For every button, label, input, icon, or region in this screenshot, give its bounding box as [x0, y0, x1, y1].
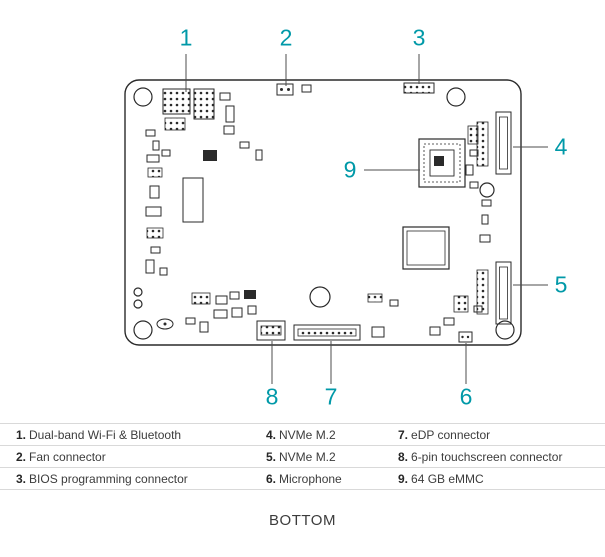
legend-item-label: Fan connector — [29, 449, 106, 464]
legend-item-label: Dual-band Wi-Fi & Bluetooth — [29, 427, 182, 442]
legend-item-5: 5.NVMe M.2 — [266, 450, 398, 464]
legend-item-label: eDP connector — [411, 427, 491, 442]
legend-item-number: 8. — [398, 449, 409, 464]
legend-item-number: 5. — [266, 449, 277, 464]
legend-item-number: 1. — [16, 427, 27, 442]
legend-item-2: 2.Fan connector — [16, 450, 266, 464]
legend-item-label: NVMe M.2 — [279, 427, 336, 442]
legend-item-6: 6.Microphone — [266, 472, 398, 486]
legend-item-label: 64 GB eMMC — [411, 471, 484, 486]
circuit-board-drawing — [124, 54, 548, 384]
legend-row-3: 3.BIOS programming connector 6.Microphon… — [0, 468, 605, 490]
board-outline — [124, 79, 522, 346]
legend-item-3: 3.BIOS programming connector — [16, 472, 266, 486]
legend-item-number: 4. — [266, 427, 277, 442]
legend-row-2: 2.Fan connector 5.NVMe M.2 8.6-pin touch… — [0, 446, 605, 468]
callout-number-9: 9 — [343, 156, 357, 183]
callout-number-4: 4 — [554, 133, 568, 160]
callout-number-8: 8 — [265, 383, 279, 410]
legend-item-number: 6. — [266, 471, 277, 486]
legend-row-1: 1.Dual-band Wi-Fi & Bluetooth 4.NVMe M.2… — [0, 424, 605, 446]
callout-number-5: 5 — [554, 271, 568, 298]
legend-item-label: NVMe M.2 — [279, 449, 336, 464]
callout-number-1: 1 — [179, 24, 193, 51]
callout-number-6: 6 — [459, 383, 473, 410]
legend-item-label: Microphone — [279, 471, 342, 486]
callout-number-3: 3 — [412, 24, 426, 51]
legend-item-1: 1.Dual-band Wi-Fi & Bluetooth — [16, 428, 266, 442]
view-caption: BOTTOM — [269, 512, 336, 529]
legend-item-number: 9. — [398, 471, 409, 486]
callout-number-2: 2 — [279, 24, 293, 51]
legend-item-label: 6-pin touchscreen connector — [411, 449, 563, 464]
callout-leader-lines — [185, 54, 548, 384]
legend-item-label: BIOS programming connector — [29, 471, 188, 486]
legend-item-4: 4.NVMe M.2 — [266, 428, 398, 442]
legend-item-number: 2. — [16, 449, 27, 464]
legend-item-8: 8.6-pin touchscreen connector — [398, 450, 605, 464]
legend-table: 1.Dual-band Wi-Fi & Bluetooth 4.NVMe M.2… — [0, 423, 605, 490]
board-components — [145, 82, 512, 343]
legend-item-9: 9.64 GB eMMC — [398, 472, 605, 486]
mounting-holes — [133, 87, 515, 340]
legend-item-7: 7.eDP connector — [398, 428, 605, 442]
board-diagram: 1 2 3 4 5 9 8 7 6 — [124, 24, 568, 410]
legend-item-number: 7. — [398, 427, 409, 442]
callout-number-7: 7 — [324, 383, 338, 410]
legend-item-number: 3. — [16, 471, 27, 486]
